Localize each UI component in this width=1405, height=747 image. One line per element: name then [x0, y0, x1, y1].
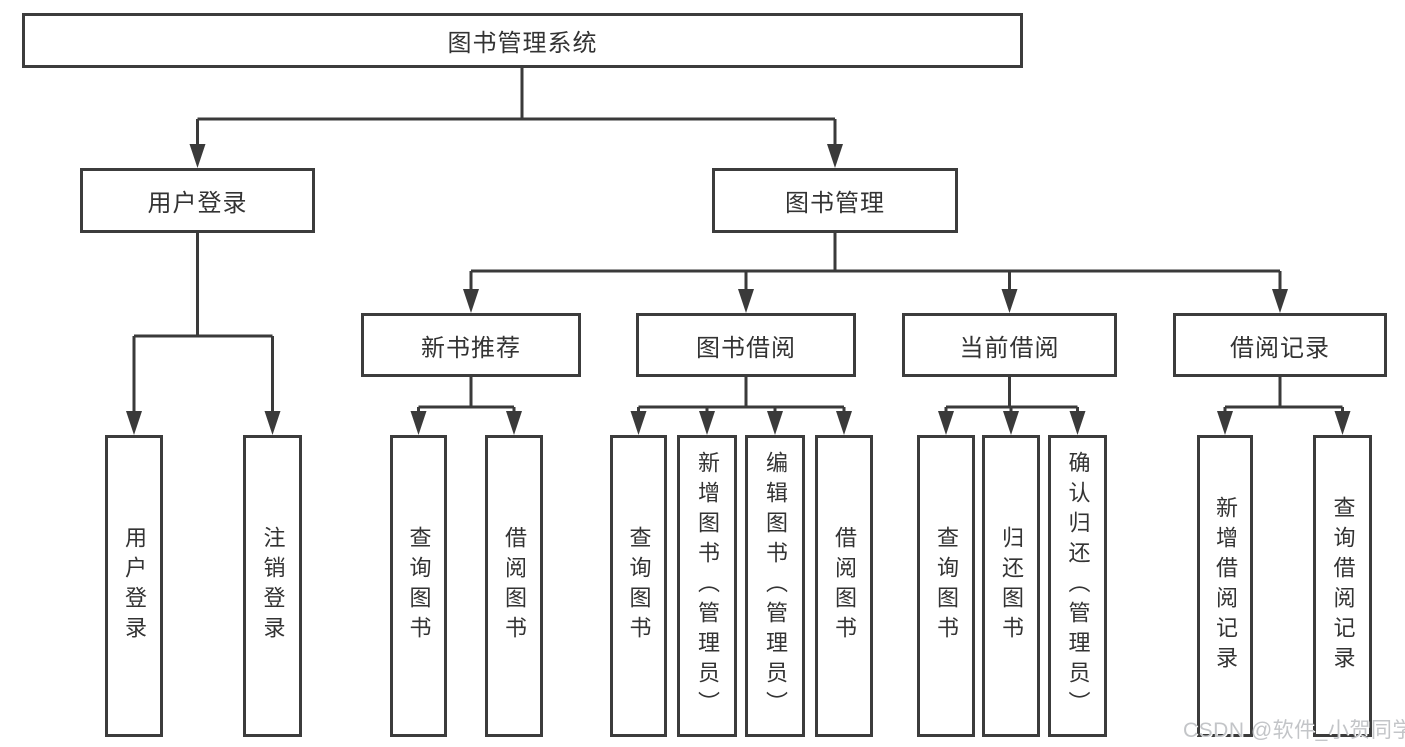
- node-library-management-system: 图书管理系统: [22, 13, 1023, 68]
- node-borrowing-records: 借阅记录: [1173, 313, 1387, 377]
- leaf-borrow-books-recommend: 借阅图书: [485, 435, 543, 737]
- leaf-add-borrow-record: 新增借阅记录: [1197, 435, 1253, 737]
- node-user-login: 用户登录: [80, 168, 315, 233]
- leaf-borrow-books: 借阅图书: [815, 435, 873, 737]
- leaf-return-books: 归还图书: [982, 435, 1040, 737]
- leaf-edit-books-admin: 编辑图书（管理员）: [745, 435, 805, 737]
- node-book-borrowing: 图书借阅: [636, 313, 856, 377]
- arrowheads: [126, 144, 1351, 435]
- leaf-query-books-borrowing: 查询图书: [610, 435, 667, 737]
- leaf-query-books-recommend: 查询图书: [390, 435, 447, 737]
- leaf-query-borrow-record: 查询借阅记录: [1313, 435, 1372, 737]
- node-book-management: 图书管理: [712, 168, 958, 233]
- csdn-watermark: CSDN @软件_小贺同学: [1183, 719, 1405, 742]
- leaf-add-books-admin: 新增图书（管理员）: [677, 435, 737, 737]
- leaf-confirm-return-admin: 确认归还（管理员）: [1048, 435, 1107, 737]
- leaf-query-books-current: 查询图书: [917, 435, 975, 737]
- node-current-borrowing: 当前借阅: [902, 313, 1117, 377]
- leaf-logout: 注销登录: [243, 435, 302, 737]
- leaf-user-login: 用户登录: [105, 435, 163, 737]
- node-new-book-recommendation: 新书推荐: [361, 313, 581, 377]
